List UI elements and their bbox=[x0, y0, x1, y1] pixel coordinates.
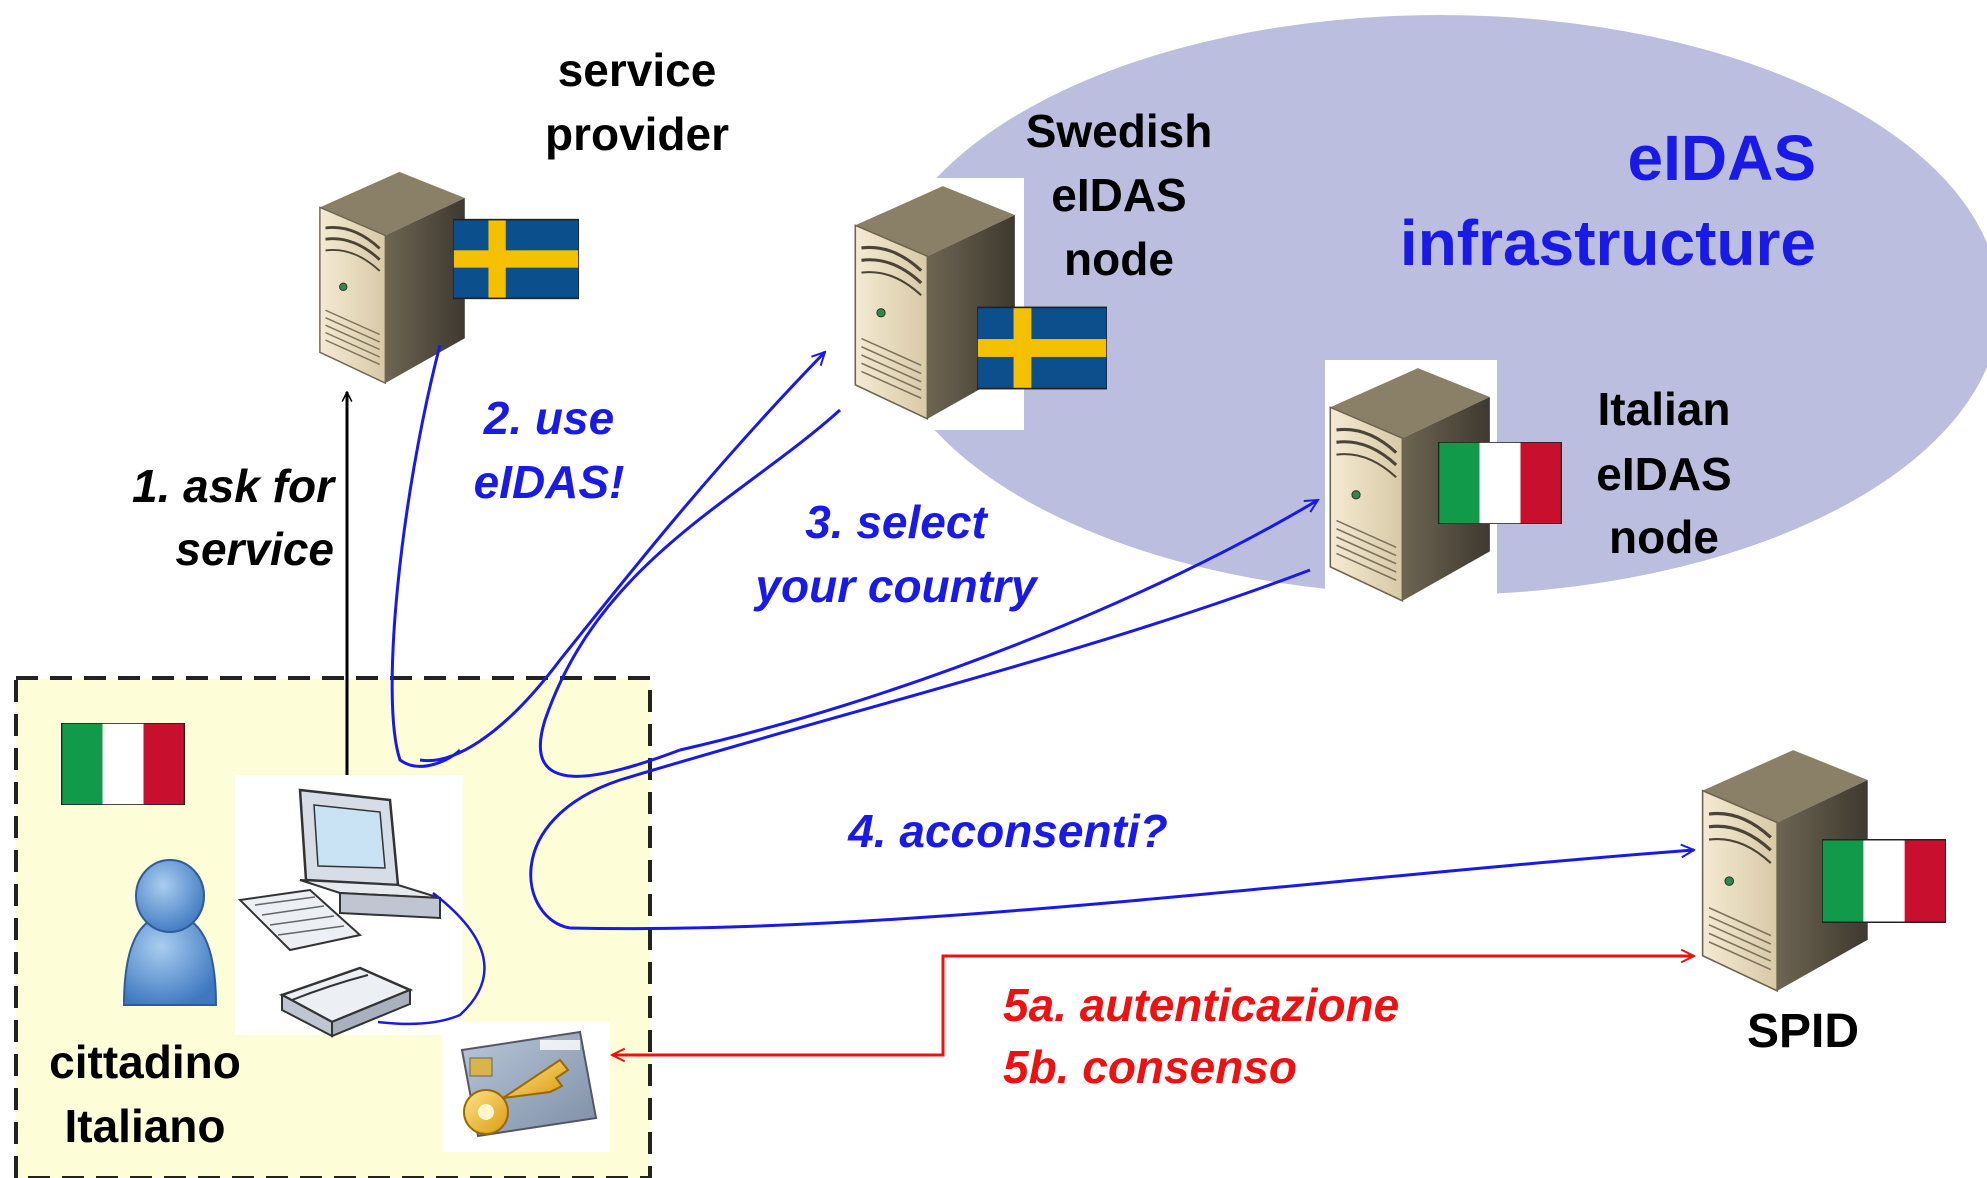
citizen-label-line1: cittadino bbox=[49, 1036, 241, 1088]
person-icon bbox=[122, 859, 218, 1006]
service-provider-label-line1: service bbox=[558, 44, 717, 96]
step2-label-line1: 2. use bbox=[483, 392, 614, 444]
swedish-node-sweden-flag-icon bbox=[977, 306, 1107, 390]
step5a-label: 5a. autenticazione bbox=[1003, 979, 1399, 1031]
step4-label: 4. acconsenti? bbox=[847, 805, 1168, 857]
spid-label: SPID bbox=[1747, 1005, 1859, 1058]
eidas-title-line2: infrastructure bbox=[1400, 207, 1816, 279]
service-provider-sweden-flag-icon bbox=[453, 218, 579, 300]
step2-label-line2: eIDAS! bbox=[474, 456, 625, 508]
service-provider-server-icon bbox=[312, 165, 467, 385]
step2-arrow-sp-to-citizen bbox=[390, 344, 462, 768]
card-reader-icon bbox=[278, 892, 486, 1038]
service-provider-label-line2: provider bbox=[545, 108, 729, 160]
step3-arrow-citizen-to-italian-node bbox=[679, 498, 1318, 752]
step5b-label: 5b. consenso bbox=[1003, 1041, 1297, 1093]
italian-node-label-line1: Italian bbox=[1598, 383, 1731, 435]
italian-node-label-line3: node bbox=[1609, 511, 1719, 563]
step1-label-line1: 1. ask for bbox=[132, 460, 336, 512]
eidas-title-line1: eIDAS bbox=[1628, 122, 1817, 194]
italian-node-label-line2: eIDAS bbox=[1596, 448, 1731, 500]
eidas-infrastructure-cloud bbox=[880, 15, 1987, 595]
spid-italy-flag-icon bbox=[1822, 839, 1946, 923]
step3-label-line2: your country bbox=[753, 560, 1039, 612]
swedish-node-label-line2: eIDAS bbox=[1051, 169, 1186, 221]
step1-label-line2: service bbox=[175, 523, 334, 575]
swedish-node-label-line3: node bbox=[1064, 233, 1174, 285]
swedish-node-label-line1: Swedish bbox=[1026, 105, 1213, 157]
smart-card-key-icon bbox=[442, 1022, 610, 1152]
citizen-italy-flag-icon bbox=[61, 723, 185, 805]
step3-label-line1: 3. select bbox=[805, 496, 988, 548]
step2-arrow-citizen-to-swedish-node bbox=[419, 352, 825, 763]
step5-arrow-spid-to-smart-card bbox=[612, 954, 1694, 1055]
italian-node-italy-flag-icon bbox=[1438, 442, 1562, 524]
citizen-label-line2: Italiano bbox=[64, 1100, 225, 1152]
swedish-eidas-node-server-icon bbox=[844, 178, 1024, 430]
step3-arrow-swedish-node-to-citizen bbox=[538, 408, 842, 778]
step4-arrow-citizen-to-spid bbox=[569, 850, 1694, 931]
step4-arrow-italian-node-to-citizen bbox=[529, 568, 1311, 930]
